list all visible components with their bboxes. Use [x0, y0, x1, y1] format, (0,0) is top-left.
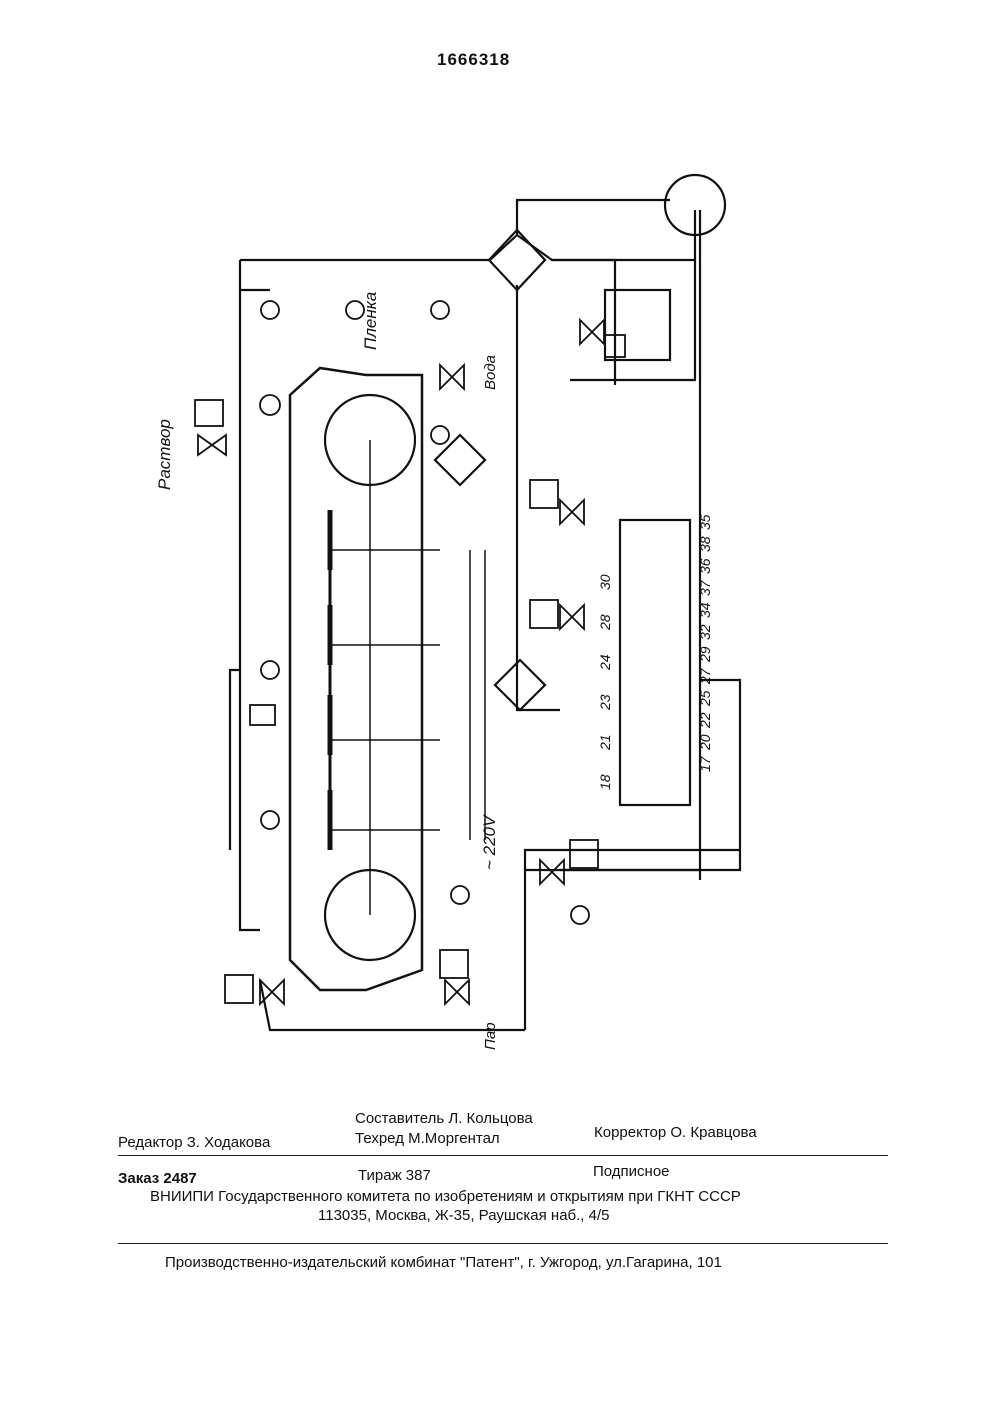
controller-input-label: 37	[697, 579, 713, 596]
imprint-divider-bottom	[118, 1243, 888, 1244]
editor-line: Редактор З. Ходакова	[118, 1134, 270, 1151]
controller-input-label: 32	[697, 624, 713, 640]
corrector-line: Корректор О. Кравцова	[594, 1124, 757, 1141]
address-line: 113035, Москва, Ж-35, Раушская наб., 4/5	[318, 1207, 610, 1224]
controller-input-label: 35	[697, 514, 713, 530]
controller-input-label: 25	[697, 690, 713, 707]
controller-input-label: 22	[697, 712, 713, 729]
controller-input-label: 23	[597, 694, 613, 711]
organization-line: ВНИИПИ Государственного комитета по изоб…	[150, 1188, 741, 1205]
compiler-line: Составитель Л. Кольцова	[355, 1110, 533, 1127]
imprint-divider-top	[118, 1155, 888, 1156]
controller-input-label: 21	[597, 734, 613, 751]
label-water: Вода	[482, 355, 499, 390]
subscription-line: Подписное	[593, 1163, 670, 1180]
circulation-line: Тираж 387	[358, 1167, 431, 1184]
publisher-line: Производственно-издательский комбинат "П…	[165, 1254, 722, 1271]
controller-input-label: 38	[697, 536, 713, 552]
label-film: Пленка	[361, 292, 380, 350]
tech-editor-line: Техред М.Моргентал	[355, 1130, 500, 1147]
controller-input-label: 28	[597, 614, 613, 631]
controller-input-label: 18	[597, 774, 613, 790]
controller-input-label: 27	[697, 667, 713, 685]
label-solution: Раствор	[155, 419, 174, 490]
label-steam: Пар	[482, 1022, 499, 1050]
controller-input-label: 20	[697, 734, 713, 751]
controller-input-label: 24	[597, 654, 613, 671]
controller-input-label: 17	[697, 755, 713, 772]
controller-input-label: 34	[697, 602, 713, 618]
controller-inputs-bottom: 18 21 23 24 28 30	[597, 574, 613, 790]
controller-input-label: 36	[697, 558, 713, 574]
label-voltage: ~ 220V	[480, 814, 499, 870]
patent-number: 1666318	[437, 50, 510, 70]
order-line: Заказ 2487	[118, 1170, 197, 1187]
controller-input-label: 29	[697, 646, 713, 663]
controller-input-label: 30	[597, 574, 613, 590]
process-scheme-diagram: Пленка Вода Раствор Пар ~ 220V 35 38 36 37 3…	[140, 150, 900, 1080]
